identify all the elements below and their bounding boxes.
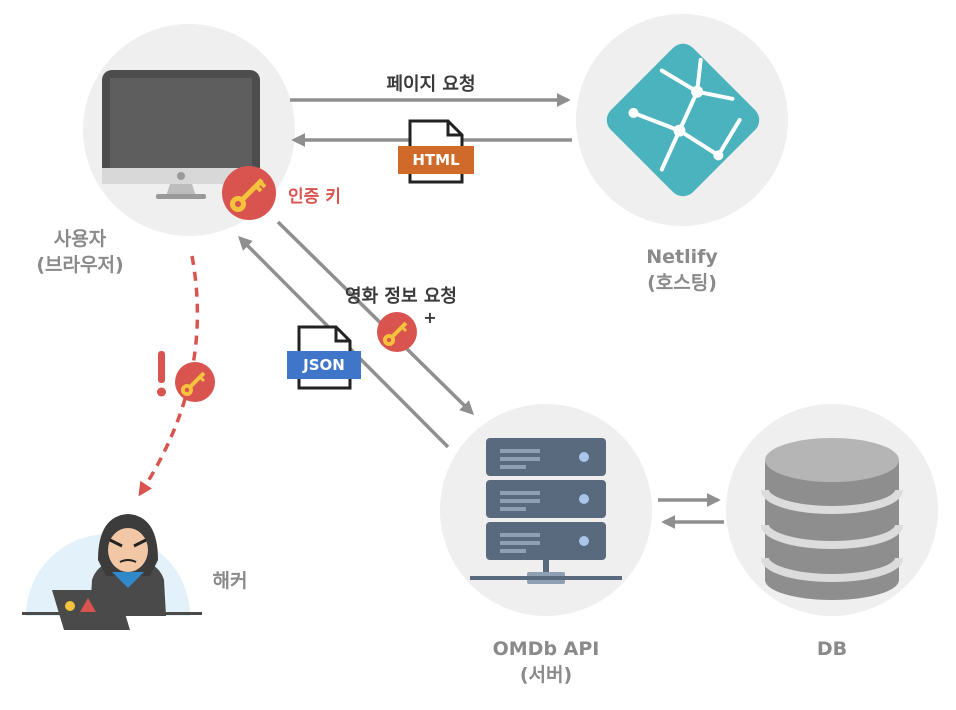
- auth-key-label: 인증 키: [288, 187, 341, 207]
- server-label-line2: (서버): [519, 664, 573, 686]
- auth-key-badge-icon: [222, 166, 276, 220]
- netlify-label-line2: (호스팅): [647, 272, 717, 294]
- leaked-key-badge-icon: [175, 362, 215, 402]
- hacker-icon: [22, 514, 202, 630]
- key-leak-arrow: [138, 255, 200, 497]
- server-label-line1: OMDb API: [492, 638, 600, 660]
- hacker-label: 해커: [212, 570, 248, 592]
- server-icon: [470, 438, 622, 584]
- user-label-line2: (브라우저): [36, 254, 124, 276]
- movie-request-arrow: [276, 220, 474, 415]
- request-key-badge-icon: [377, 312, 417, 352]
- json-document-icon: [287, 325, 361, 390]
- database-icon: [761, 438, 903, 600]
- html-badge-label: HTML: [412, 151, 460, 169]
- movie-request-label: 영화 정보 요청: [345, 286, 457, 307]
- netlify-logo-icon: [606, 43, 760, 197]
- html-document-icon: [398, 119, 474, 184]
- db-label: DB: [816, 638, 848, 660]
- page-request-label: 페이지 요청: [386, 74, 476, 95]
- computer-icon: [102, 70, 260, 199]
- json-badge-label: JSON: [303, 356, 345, 374]
- plus-label: +: [423, 308, 437, 327]
- user-label-line1: 사용자: [53, 228, 107, 250]
- netlify-label-line1: Netlify: [646, 246, 718, 268]
- warning-exclamation-icon: [157, 351, 166, 397]
